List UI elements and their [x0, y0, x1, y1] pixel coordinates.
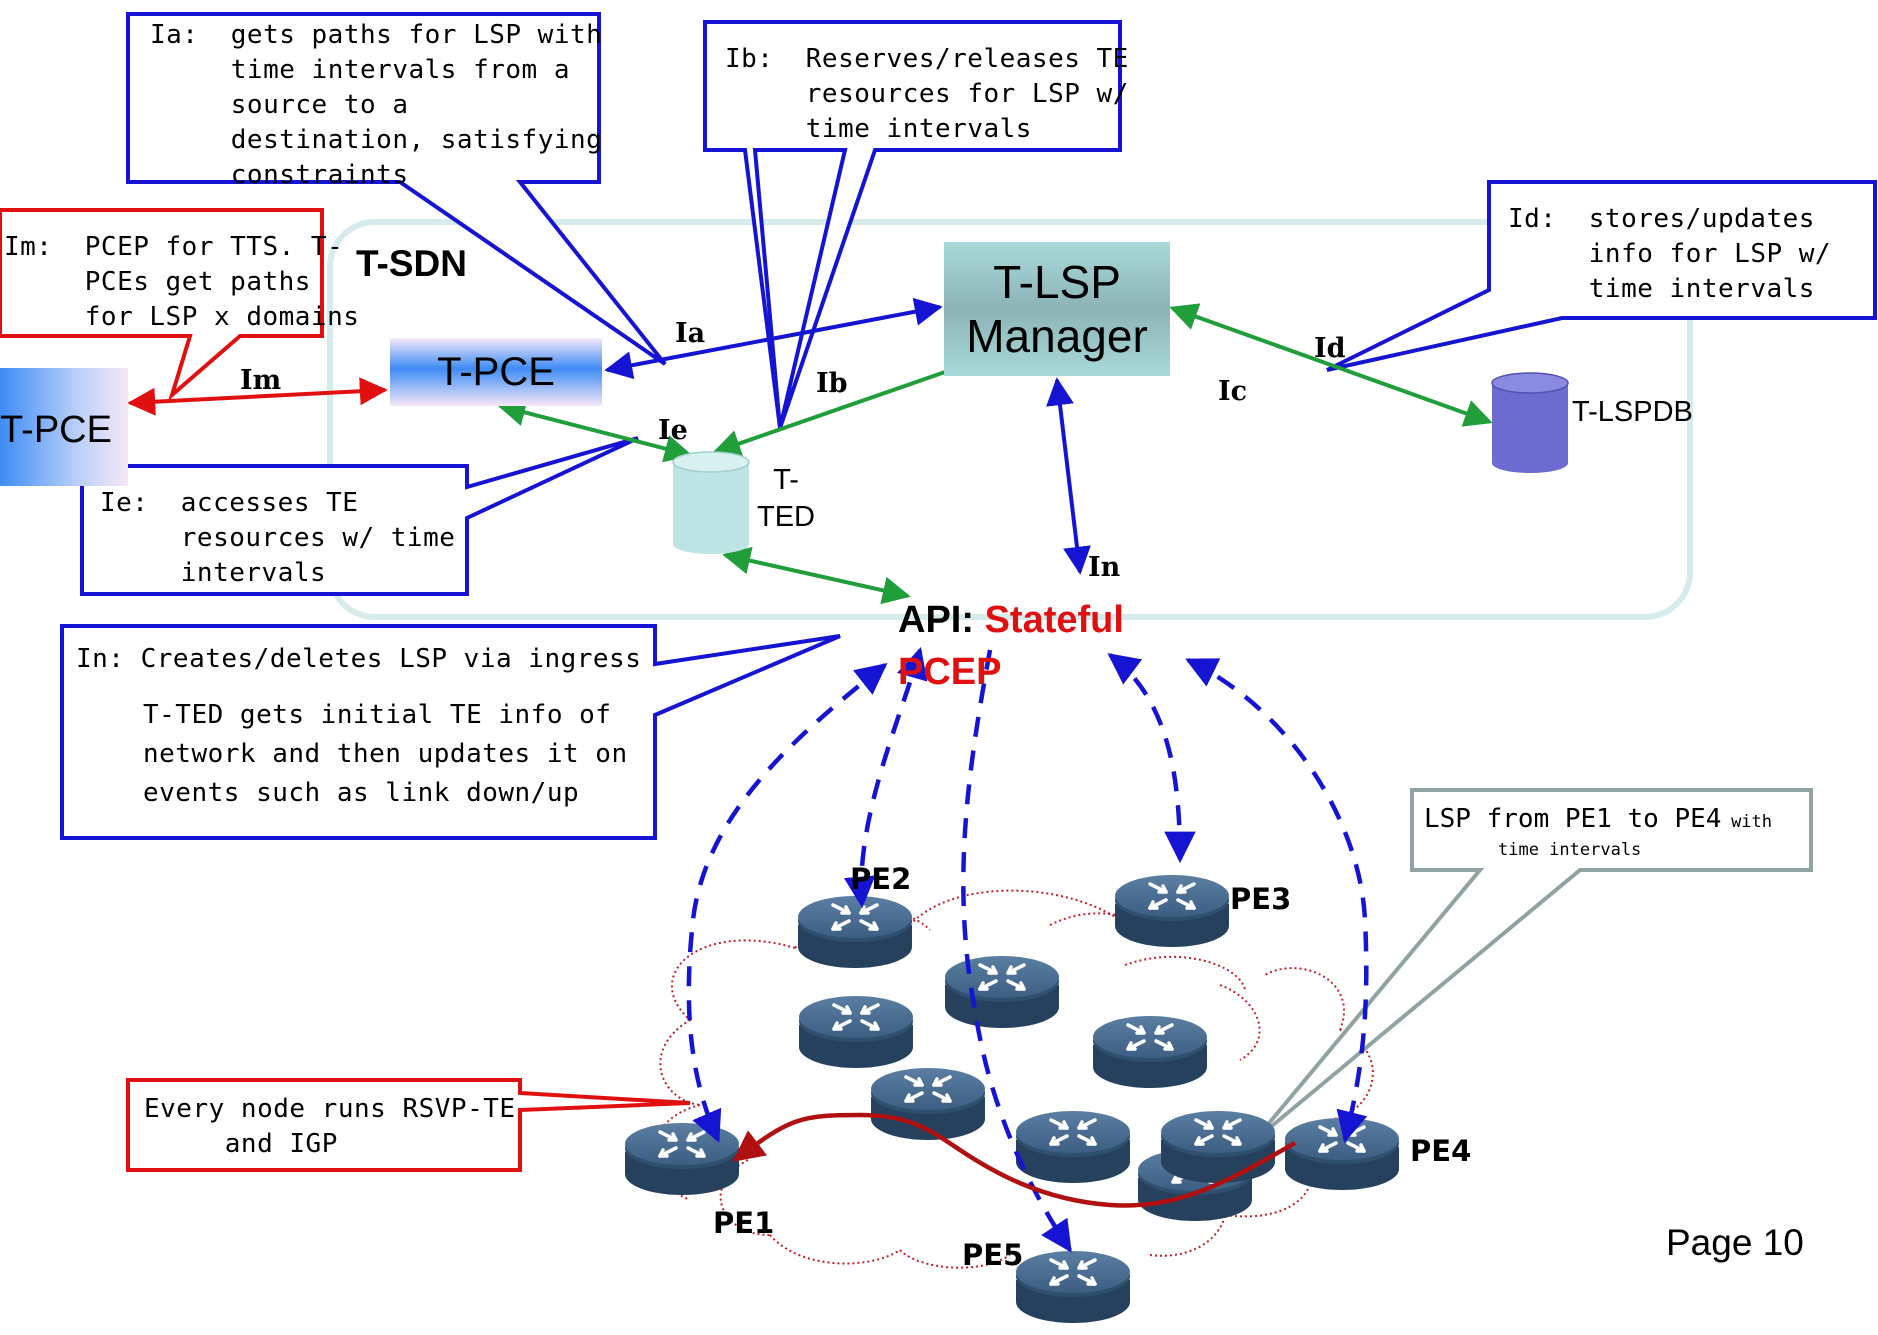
- api-protocol: Stateful PCEP: [898, 599, 1124, 693]
- router-center-icon: [943, 954, 1061, 1030]
- page-number: Page 10: [1666, 1222, 1804, 1263]
- node-pe1-label: PE1: [713, 1206, 775, 1240]
- callout-lsp-small2: time intervals: [1498, 840, 1642, 860]
- interface-im-label: Im: [240, 365, 282, 396]
- remote-t-pce-label: T-PCE: [0, 409, 112, 451]
- arrow-ia: [604, 297, 943, 380]
- callout-im-text: Im: PCEP for TTS. T- PCEs get paths for …: [4, 232, 360, 332]
- callout-ie-text: Ie: accesses TE resources w/ time interv…: [100, 488, 456, 588]
- router-right-icon: [1091, 1014, 1209, 1090]
- callout-in-title: In: Creates/deletes LSP via ingress: [76, 644, 642, 674]
- router-pe4b-icon: [1283, 1116, 1401, 1192]
- interface-ia-label: Ia: [675, 318, 706, 349]
- router-left-icon: [797, 994, 915, 1070]
- t-pce-label: T-PCE: [437, 349, 555, 394]
- t-ted-database: [672, 451, 750, 554]
- t-sdn-title: T-SDN: [356, 243, 467, 284]
- t-lspdb-database: [1491, 372, 1569, 473]
- callout-rsvp-text: Every node runs RSVP-TE and IGP: [144, 1094, 516, 1159]
- callout-in-text: T-TED gets initial TE info of network an…: [143, 700, 628, 808]
- callout-id-text: Id: stores/updates info for LSP w/ time …: [1508, 204, 1832, 304]
- callout-ia-box: [126, 12, 667, 366]
- node-pe5-label: PE5: [962, 1238, 1024, 1272]
- api-label: API: Stateful PCEP: [898, 594, 1188, 698]
- callout-lsp-text: LSP from PE1 to PE4 with: [1424, 804, 1772, 834]
- router-pe5-icon: [1014, 1249, 1132, 1325]
- router-lower-icon: [1014, 1109, 1132, 1185]
- interface-in-label: In: [1088, 552, 1121, 583]
- remote-t-pce-box: [0, 368, 128, 486]
- router-pe2-icon: [796, 894, 914, 970]
- callout-lsp-main: LSP from PE1 to PE4: [1424, 804, 1722, 834]
- arrow-in: [1046, 377, 1091, 575]
- interface-ib-label: Ib: [816, 368, 848, 399]
- router-pe1-icon: [623, 1121, 741, 1197]
- interface-id-label: Id: [1314, 333, 1346, 364]
- arrow-id: [1169, 303, 1493, 427]
- callout-ib-text: Ib: Reserves/releases TE resources for L…: [725, 44, 1129, 144]
- interface-ic-label: Ic: [1218, 376, 1248, 407]
- node-pe3-label: PE3: [1230, 882, 1292, 916]
- callout-ie-box: [80, 436, 639, 596]
- router-pe3-icon: [1113, 873, 1231, 949]
- router-bottom-icon: [1159, 1109, 1277, 1185]
- arrow-ib: [712, 370, 946, 457]
- node-pe2-label: PE2: [850, 862, 912, 896]
- callout-lsp-box: [1253, 788, 1813, 1142]
- callout-rsvp-box: [126, 1078, 691, 1172]
- pcep-sessions: [686, 646, 1369, 1253]
- callout-lsp-small: with: [1731, 812, 1773, 832]
- t-lspdb-label: T-LSPDB: [1572, 396, 1693, 428]
- t-pce-box: [390, 338, 602, 406]
- t-lsp-manager-box: [944, 242, 1170, 376]
- callout-im-box: [0, 208, 324, 402]
- t-ted-label: T-TED: [757, 464, 815, 533]
- lsp-path: [732, 1112, 1297, 1208]
- t-lsp-manager-label: T-LSP Manager: [966, 256, 1148, 362]
- node-pe4-label: PE4: [1410, 1134, 1472, 1168]
- arrow-ted-api: [722, 546, 911, 605]
- arrow-im: [127, 377, 388, 416]
- interface-ie-label: Ie: [658, 415, 688, 446]
- arrow-ie: [497, 398, 693, 463]
- api-prefix: API:: [898, 599, 974, 641]
- callout-ia-text: Ia: gets paths for LSP with time interva…: [150, 20, 603, 190]
- t-sdn-boundary: [327, 219, 1693, 620]
